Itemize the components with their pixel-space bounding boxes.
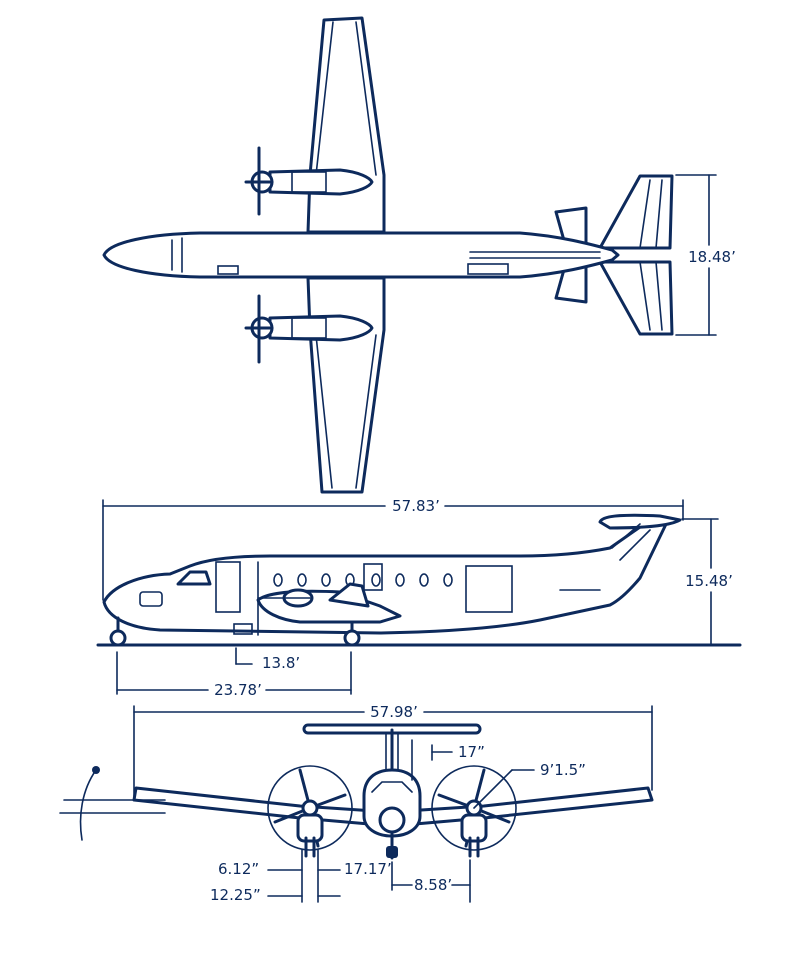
top-view-upper-wing bbox=[306, 16, 386, 234]
label-dim-6-12: 6.12” bbox=[218, 860, 259, 878]
top-view-tail-lower bbox=[598, 260, 674, 336]
dim-clearance: 17” bbox=[411, 739, 485, 781]
left-prop-disc bbox=[267, 765, 353, 851]
front-view bbox=[59, 723, 654, 860]
label-clearance: 17” bbox=[458, 743, 485, 761]
label-height: 15.48’ bbox=[685, 572, 733, 590]
label-length: 57.83’ bbox=[392, 497, 440, 515]
label-prop-diameter: 9’1.5” bbox=[540, 761, 586, 779]
label-tail-span: 18.48’ bbox=[688, 248, 736, 266]
top-view bbox=[102, 16, 674, 494]
main-wheel bbox=[343, 629, 361, 647]
side-view-wing bbox=[328, 582, 370, 608]
top-view-lower-nacelle bbox=[268, 314, 374, 342]
dim-prop-diameter: 9’1.5” bbox=[473, 761, 586, 809]
top-view-upper-prop bbox=[244, 146, 274, 216]
top-view-fuselage bbox=[102, 231, 620, 279]
label-dim-12-25: 12.25” bbox=[210, 886, 261, 904]
label-wingspan: 57.98’ bbox=[370, 703, 418, 721]
right-prop-disc bbox=[431, 765, 517, 851]
label-dim-17-17: 17.17’ bbox=[344, 860, 392, 878]
nose-wheel bbox=[109, 629, 127, 647]
label-prop-to-gear: 13.8’ bbox=[262, 654, 300, 672]
label-wheelbase: 23.78’ bbox=[214, 681, 262, 699]
top-view-upper-nacelle bbox=[268, 168, 374, 196]
dim-length: 57.83’ bbox=[102, 497, 684, 601]
side-view-windshield bbox=[176, 570, 212, 586]
dim-wheelbase: 23.78’ bbox=[116, 651, 352, 699]
top-view-tail-upper bbox=[598, 174, 674, 250]
label-dim-8-58: 8.58’ bbox=[414, 876, 452, 894]
dim-wingspan: 57.98’ bbox=[133, 703, 653, 797]
side-view-tail-top bbox=[598, 513, 682, 530]
dim-bottom-group: 6.12” 17.17’ 8.58’ 12.25” bbox=[210, 849, 471, 904]
dim-tail-span: 18.48’ bbox=[675, 174, 736, 336]
dim-height: 15.48’ bbox=[681, 518, 733, 646]
dim-prop-to-gear: 13.8’ bbox=[235, 647, 300, 672]
side-view bbox=[96, 513, 742, 647]
top-view-lower-prop bbox=[244, 294, 274, 364]
top-view-lower-wing bbox=[306, 276, 386, 494]
